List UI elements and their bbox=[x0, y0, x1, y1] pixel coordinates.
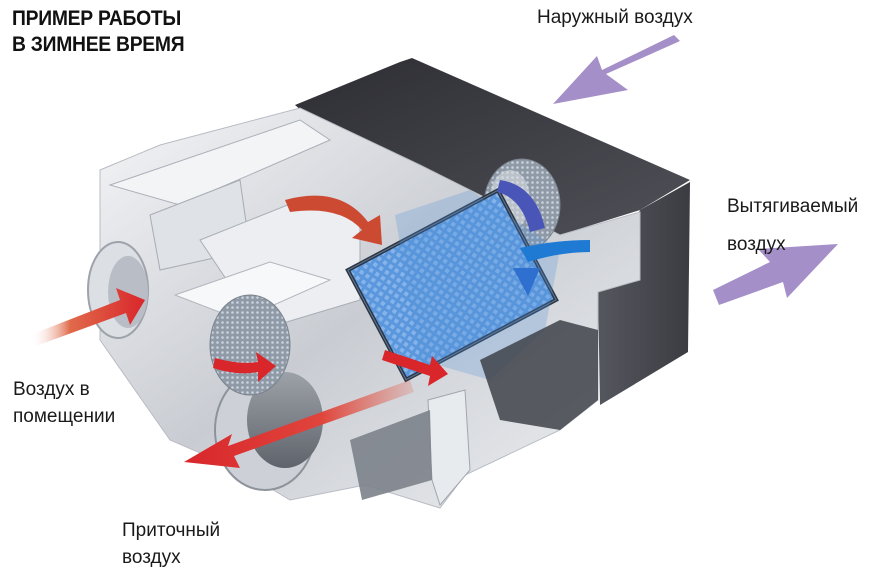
title-line-1: ПРИМЕР РАБОТЫ bbox=[12, 7, 182, 30]
outside-air-arrow-icon bbox=[553, 35, 680, 104]
exhaust-air-arrow-icon bbox=[713, 244, 838, 305]
housing-right-side bbox=[598, 182, 690, 405]
warm-flow-arrow-lower bbox=[213, 352, 276, 382]
warm-flow-arrow-upper bbox=[285, 195, 382, 245]
exhaust-air-label: Вытягиваемый воздух bbox=[727, 196, 859, 255]
supply-air-arrow-icon bbox=[184, 380, 414, 468]
warm-flow-arrow-core bbox=[382, 350, 448, 386]
housing-top bbox=[295, 58, 690, 235]
heat-exchanger bbox=[345, 187, 559, 383]
control-box bbox=[427, 389, 471, 507]
page-title: ПРИМЕР РАБОТЫ В ЗИМНЕЕ ВРЕМЯ bbox=[12, 6, 185, 58]
room-air-arrow-icon bbox=[30, 288, 145, 346]
title-line-2: В ЗИМНЕЕ ВРЕМЯ bbox=[12, 33, 185, 56]
cold-flow-arrow bbox=[497, 180, 545, 232]
supply-air-label: Приточный воздух bbox=[122, 520, 221, 568]
room-air-label: Воздух в помещении bbox=[13, 379, 116, 427]
outside-air-label: Наружный воздух bbox=[537, 7, 693, 28]
supply-fan bbox=[209, 294, 291, 396]
